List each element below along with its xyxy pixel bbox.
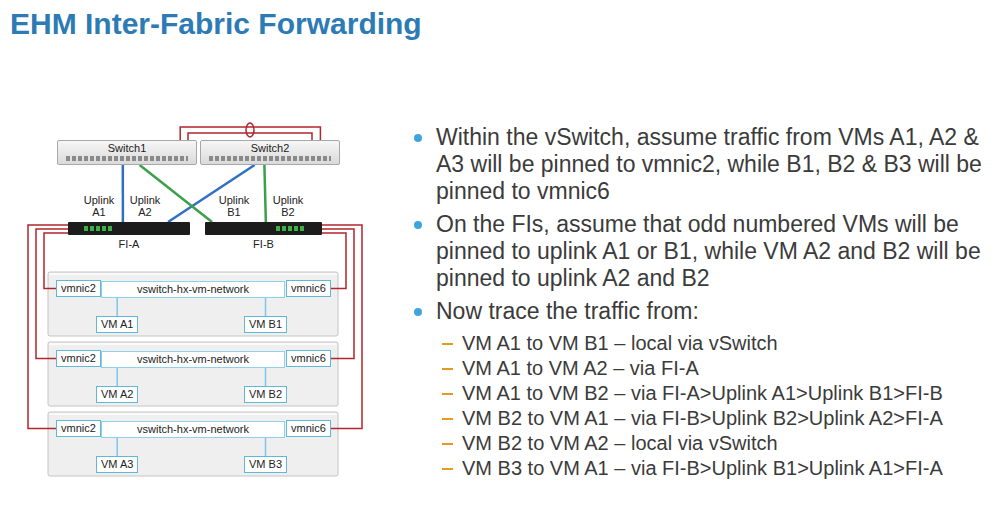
uplink-label: Uplink B1	[216, 194, 252, 218]
uplink-label: Uplink B2	[270, 194, 306, 218]
sub-bullet-item: VM A1 to VM B1 – local via vSwitch	[442, 331, 995, 356]
trace-step: VM B2 to VM A2 – local via vSwitch	[462, 431, 778, 456]
node-label: vswitch-hx-vm-network	[106, 283, 280, 296]
vswitch-bar: vswitch-hx-vm-network	[101, 281, 285, 298]
node-label: VM B3	[249, 458, 282, 471]
bullet-dot	[414, 308, 422, 316]
port-leds	[84, 226, 114, 231]
vswitch-link	[116, 298, 118, 316]
switch-ports	[209, 156, 331, 161]
sub-bullet-item: VM B2 to VM A1 – via FI-B>Uplink B2>Upli…	[442, 406, 995, 431]
dash-marker	[442, 443, 453, 445]
bullet-list: Within the vSwitch, assume traffic from …	[410, 124, 995, 481]
trace-step: VM B3 to VM A1 – via FI-B>Uplink B1>Upli…	[462, 456, 943, 481]
network-switch: Switch1	[57, 140, 197, 165]
vm-box: VM B3	[244, 456, 287, 473]
trace-step: VM A1 to VM B1 – local via vSwitch	[462, 331, 778, 356]
node-label: Switch1	[64, 141, 190, 155]
node-label: VM A3	[101, 458, 133, 471]
uplink-label: Uplink A1	[81, 194, 117, 218]
sub-bullet-item: VM A1 to VM A2 – via FI-A	[442, 356, 995, 381]
red-cable	[322, 225, 362, 429]
fabric-interconnect: FI-A	[68, 222, 190, 251]
dash-marker	[442, 418, 453, 420]
fabric-interconnect: FI-B	[205, 222, 322, 251]
vm-box: VM A1	[96, 316, 138, 333]
chassis-highlight	[49, 273, 337, 275]
uplink-label: Uplink A2	[127, 194, 163, 218]
trace-step: VM B2 to VM A1 – via FI-B>Uplink B2>Upli…	[462, 406, 943, 431]
chassis-highlight	[49, 343, 337, 345]
sub-bullet-item: VM A1 to VM B2 – via FI-A>Uplink A1>Upli…	[442, 381, 995, 406]
node-label: vswitch-hx-vm-network	[106, 423, 280, 436]
port-channel-oval	[246, 123, 254, 137]
node-label: vswitch-hx-vm-network	[106, 353, 280, 366]
bullet-item: Within the vSwitch, assume traffic from …	[410, 124, 995, 205]
dash-marker	[442, 468, 453, 470]
node-label: vmnic2	[61, 422, 96, 435]
sub-bullet-item: VM B3 to VM A1 – via FI-B>Uplink B1>Upli…	[442, 456, 995, 481]
bullet-item: Now trace the traffic from:	[410, 298, 995, 325]
bullet-dot	[414, 221, 422, 229]
trace-step: VM A1 to VM A2 – via FI-A	[462, 356, 699, 381]
node-label: vmnic6	[291, 422, 326, 435]
server-chassis	[48, 272, 338, 336]
slide-title: EHM Inter-Fabric Forwarding	[10, 6, 422, 42]
bullet-text: On the FIs, assume that odd numbered VMs…	[436, 211, 988, 292]
vswitch-link	[116, 438, 118, 456]
dash-marker	[442, 343, 453, 345]
bullet-text: Now trace the traffic from:	[436, 298, 988, 325]
vmnic-box: vmnic2	[56, 280, 101, 297]
vmnic-box: vmnic6	[286, 350, 331, 367]
vswitch-link	[116, 368, 118, 386]
bullet-item: On the FIs, assume that odd numbered VMs…	[410, 211, 995, 292]
node-label: Switch2	[207, 141, 333, 155]
node-label: vmnic2	[61, 352, 96, 365]
port-leds	[276, 226, 306, 231]
node-label: VM A2	[101, 388, 133, 401]
bullet-text: Within the vSwitch, assume traffic from …	[436, 124, 988, 205]
vmnic-box: vmnic2	[56, 420, 101, 437]
uplink-cable	[168, 165, 255, 222]
fi-chassis-bar	[205, 222, 322, 235]
vmnic-box: vmnic6	[286, 280, 331, 297]
uplink-cable	[122, 165, 125, 222]
dash-marker	[442, 368, 453, 370]
vm-box: VM B2	[244, 386, 287, 403]
sub-bullet-item: VM B2 to VM A2 – local via vSwitch	[442, 431, 995, 456]
bullet-dot	[414, 134, 422, 142]
dash-marker	[442, 393, 453, 395]
uplink-cable	[264, 165, 265, 222]
vswitch-bar: vswitch-hx-vm-network	[101, 421, 285, 438]
red-cable	[28, 225, 68, 429]
vswitch-bar: vswitch-hx-vm-network	[101, 351, 285, 368]
node-label: FI-A	[68, 237, 190, 251]
network-switch: Switch2	[200, 140, 340, 165]
vmnic-box: vmnic2	[56, 350, 101, 367]
node-label: VM B2	[249, 388, 282, 401]
node-label: vmnic6	[291, 352, 326, 365]
node-label: vmnic2	[61, 282, 96, 295]
vswitch-link	[265, 368, 267, 386]
vmnic-box: vmnic6	[286, 420, 331, 437]
vm-box: VM A2	[96, 386, 138, 403]
vm-box: VM A3	[96, 456, 138, 473]
vswitch-link	[265, 298, 267, 316]
server-chassis	[48, 412, 338, 476]
fi-chassis-bar	[68, 222, 190, 235]
node-label: VM B1	[249, 318, 282, 331]
chassis-highlight	[49, 413, 337, 415]
node-label: vmnic6	[291, 282, 326, 295]
vswitch-link	[265, 438, 267, 456]
server-chassis	[48, 342, 338, 406]
vm-box: VM B1	[244, 316, 287, 333]
switch-ports	[66, 156, 188, 161]
trace-step: VM A1 to VM B2 – via FI-A>Uplink A1>Upli…	[462, 381, 943, 406]
red-cable	[180, 127, 320, 140]
node-label: VM A1	[101, 318, 133, 331]
node-label: FI-B	[205, 237, 322, 251]
